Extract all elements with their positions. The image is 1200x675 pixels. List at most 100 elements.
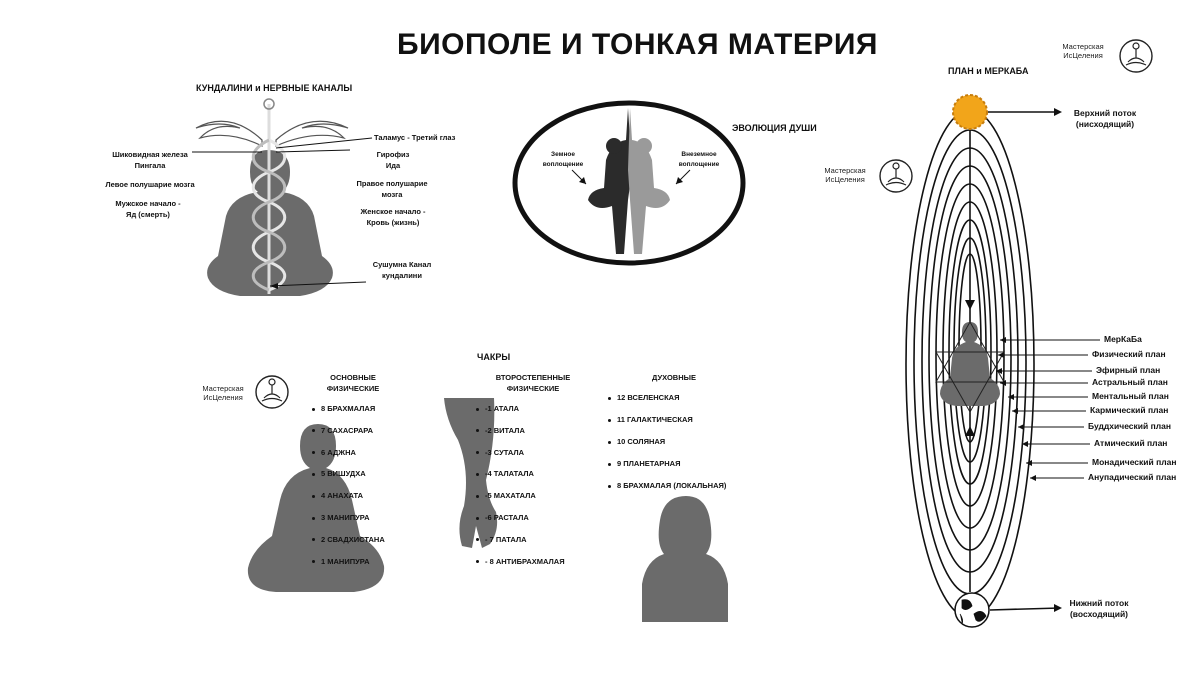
plane-label: Ментальный план [1092, 391, 1169, 401]
chakras-col1-header: ОСНОВНЫЕ ФИЗИЧЕСКИЕ [326, 373, 380, 393]
chakra-item: 5 ВИШУДХА [312, 469, 366, 478]
bullet-icon [312, 494, 315, 498]
chakra-item: 11 ГАЛАКТИЧЕСКАЯ [608, 415, 693, 424]
chakra-label: 8 БРАХМАЛАЯ (ЛОКАЛЬНАЯ) [617, 481, 727, 490]
evolution-ellipse [512, 100, 746, 266]
chakra-label: - 8 АНТИБРАХМАЛАЯ [485, 556, 565, 566]
plane-label: Эфирный план [1096, 365, 1161, 375]
chakra-item: 3 МАНИПУРА [312, 513, 370, 522]
chakra-item: 10 СОЛЯНАЯ [608, 437, 665, 446]
chakra-label: -2 ВИТАЛА [485, 425, 525, 435]
arrow-head-icon [996, 368, 1002, 374]
chakras-col3-header: ДУХОВНЫЕ [652, 373, 696, 382]
kundalini-header: КУНДАЛИНИ и НЕРВНЫЕ КАНАЛЫ [196, 83, 353, 93]
bullet-icon [608, 396, 611, 400]
chakra-item: -4 ТАЛАТАЛА [476, 469, 534, 478]
label-left-hemisphere: Левое полушарие мозга [105, 180, 195, 189]
bullet-icon [312, 407, 315, 411]
chakra-label: 8 БРАХМАЛАЯ [321, 404, 376, 413]
bullet-icon [312, 472, 315, 476]
arrow-head-icon [1030, 475, 1036, 481]
bullet-icon [476, 429, 479, 433]
earth-icon [954, 592, 990, 628]
arrow-head-icon [998, 352, 1004, 358]
woman-silhouette [642, 496, 728, 622]
chakra-label: 12 ВСЕЛЕНСКАЯ [617, 393, 680, 402]
chakra-item: 6 АДЖНА [312, 448, 356, 457]
label-celestial: Внеземное воплощение [678, 151, 720, 168]
chakra-item: 4 АНАХАТА [312, 491, 363, 500]
brand-name: Мастерская ИсЦеления [1062, 42, 1104, 60]
chakra-item: 9 ПЛАНЕТАРНАЯ [608, 459, 681, 468]
chakra-label: 2 СВАДХИСТАНА [321, 534, 385, 544]
label-pineal: Шиковидная железа Пингала [112, 150, 188, 170]
bullet-icon [476, 516, 479, 520]
brand-name: Мастерская ИсЦеления [202, 384, 244, 402]
label-sushumna: Сушумна Канал кундалини [372, 260, 432, 280]
plane-label: Анупадический план [1088, 472, 1177, 482]
merkaba-star-down [935, 351, 1005, 414]
bullet-icon [312, 429, 315, 433]
chakra-label: -1 АТАЛА [485, 404, 520, 413]
chakra-label: -4 ТАЛАТАЛА [485, 469, 534, 479]
snake-ida [251, 138, 287, 292]
plane-label: Кармический план [1090, 405, 1169, 415]
bullet-icon [312, 451, 315, 455]
brand-logo-mid: Мастерская ИсЦеления [818, 156, 918, 196]
plane-label: Буддхический план [1088, 421, 1171, 431]
bullet-icon [476, 451, 479, 455]
upper-flow-label: Верхний поток (нисходящий) [1073, 108, 1137, 129]
brand-name: Мастерская ИсЦеления [824, 166, 866, 184]
chakra-item: 1 МАНИПУРА [312, 557, 370, 566]
bullet-icon [312, 560, 315, 564]
chakra-label: 1 МАНИПУРА [321, 556, 370, 566]
bullet-icon [312, 516, 315, 520]
chakra-label: 5 ВИШУДХА [321, 469, 366, 479]
chakra-label: 6 АДЖНА [321, 447, 356, 457]
chakra-item: -5 МАХАТАЛА [476, 491, 536, 500]
bullet-icon [608, 462, 611, 466]
chakra-label: 11 ГАЛАКТИЧЕСКАЯ [617, 415, 693, 424]
bullet-icon [476, 538, 479, 542]
chakras-header: ЧАКРЫ [477, 352, 511, 362]
bullet-icon [608, 418, 611, 422]
caduceus-top [263, 98, 275, 110]
chakra-item: -1 АТАЛА [476, 404, 519, 413]
chakra-item: 12 ВСЕЛЕНСКАЯ [608, 393, 679, 402]
caduceus-wing-right [275, 120, 349, 147]
label-right-hemisphere: Правое полушарие мозга [356, 179, 428, 199]
snake-pingala [251, 138, 287, 292]
arrow-head-icon [1008, 394, 1014, 400]
plane-label: МерКаБа [1104, 334, 1142, 344]
bullet-icon [608, 484, 611, 488]
sun-icon [952, 94, 988, 130]
chakra-label: 3 МАНИПУРА [321, 513, 370, 522]
chakras-col2-header: ВТОРОСТЕПЕННЫЕ ФИЗИЧЕСКИЕ [495, 373, 571, 393]
plane-arrows [996, 337, 1100, 481]
label-male: Мужское начало - Яд (смерть) [115, 199, 181, 219]
chakra-label: 10 СОЛЯНАЯ [617, 437, 666, 446]
label-female: Женское начало - Кровь (жизнь) [360, 207, 426, 227]
lower-flow-label: Нижний поток (восходящий) [1069, 598, 1129, 619]
plane-label: Физический план [1092, 349, 1166, 359]
bullet-icon [476, 494, 479, 498]
chakra-label: 9 ПЛАНЕТАРНАЯ [617, 459, 681, 468]
page-title: БИОПОЛЕ И ТОНКАЯ МАТЕРИЯ [397, 28, 878, 61]
chakra-label: -6 РАСТАЛА [485, 513, 529, 522]
chakra-label: 7 САХАСРАРА [321, 425, 374, 435]
plane-label: Астральный план [1092, 377, 1168, 387]
label-thalamus: Таламус - Третий глаз [374, 133, 456, 142]
brand-logo-top: Мастерская ИсЦеления [1056, 36, 1156, 76]
bullet-icon [476, 472, 479, 476]
arrow-head-icon [1018, 424, 1024, 430]
arrow-head-icon [1026, 460, 1032, 466]
chakra-item: -6 РАСТАЛА [476, 513, 529, 522]
chakra-item: 8 БРАХМАЛАЯ [312, 404, 375, 413]
arrow-head-icon [1022, 441, 1028, 447]
plane-label: Атмический план [1094, 438, 1168, 448]
label-hypophysis: Гирофиз Ида [376, 150, 410, 170]
chakra-label: - 7 ПАТАЛА [485, 534, 527, 544]
